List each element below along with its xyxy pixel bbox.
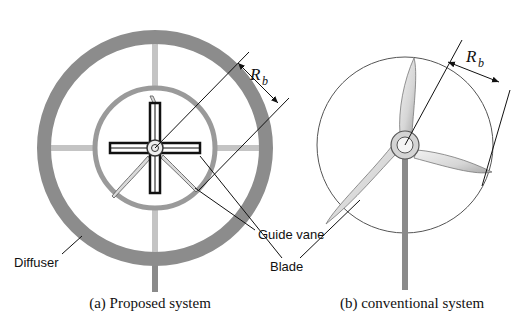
- dimension-symbol: R: [250, 66, 260, 83]
- support-pole: [152, 262, 158, 292]
- rotor-blades: [326, 58, 492, 224]
- leader-line: [195, 188, 255, 230]
- tower: [402, 155, 408, 290]
- dimension-line: [198, 98, 289, 191]
- proposed-system: [44, 37, 289, 292]
- part-label: Diffuser: [14, 256, 59, 269]
- dimension-line: [155, 52, 249, 148]
- dimension-arrow: [448, 62, 499, 82]
- dimension-line: [482, 90, 510, 186]
- leader-line: [62, 236, 82, 254]
- dimension-line: [405, 40, 462, 145]
- caption: (b) conventional system: [340, 296, 484, 311]
- dimension-subscript: b: [262, 75, 268, 87]
- leader-line: [200, 156, 282, 258]
- leader-lines: [62, 156, 360, 258]
- conventional-system: [317, 40, 510, 290]
- caption: (a) Proposed system: [89, 296, 211, 311]
- dimension-arrow: [238, 63, 278, 103]
- part-label: Guide vane: [258, 228, 325, 241]
- part-label: Blade: [270, 260, 303, 273]
- diffuser-ring: [44, 37, 266, 259]
- dimension-symbol: R: [466, 48, 476, 65]
- dimension-subscript: b: [478, 57, 484, 69]
